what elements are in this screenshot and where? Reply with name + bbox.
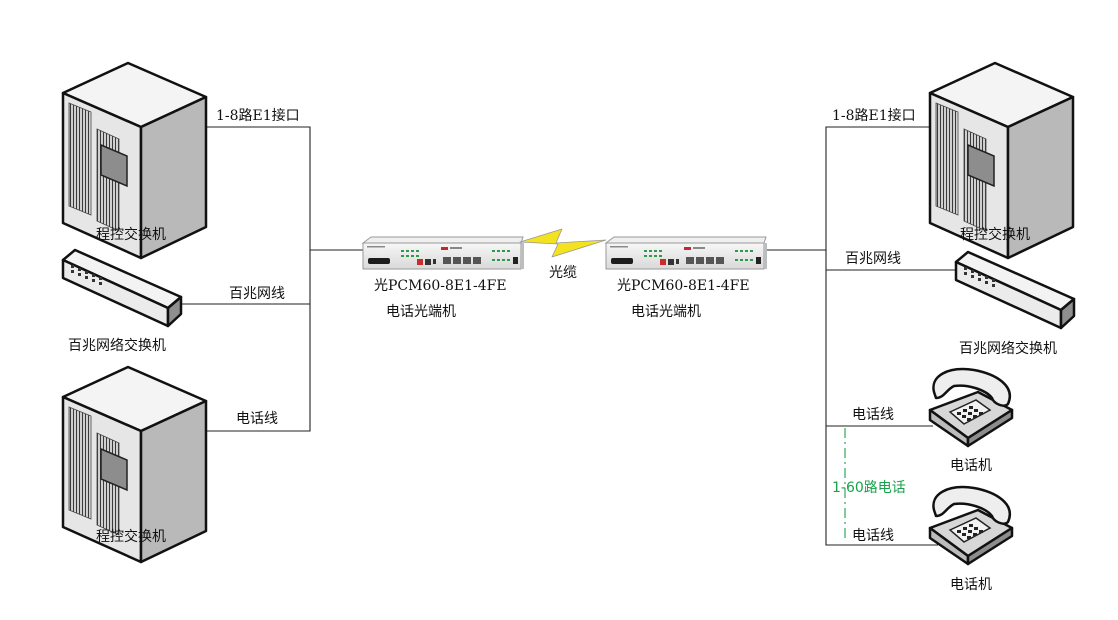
left-switch-label: 百兆网络交换机 [68,338,166,354]
left-pbx-top-label: 程控交换机 [96,227,166,243]
fiber-terminal-left-icon [362,236,525,270]
left-ethernet-label: 百兆网线 [229,286,285,302]
left-device-name-label: 电话光端机 [386,304,456,320]
right-e1-interface-label: 1-8路E1接口 [832,108,916,124]
channels-label: 1-60路电话 [832,480,906,496]
left-phone-line-label: 电话线 [236,411,278,427]
right-phone-line-1-label: 电话线 [852,407,894,423]
right-device-name-label: 电话光端机 [631,304,701,320]
phone-2-label: 电话机 [950,577,992,593]
phone-1-label: 电话机 [950,458,992,474]
right-switch-label: 百兆网络交换机 [959,341,1057,357]
network-switch-icon [61,248,183,328]
right-pbx-label: 程控交换机 [960,227,1030,243]
telephone-icon [928,485,1014,566]
right-ethernet-label: 百兆网线 [845,251,901,267]
left-pbx-bottom-label: 程控交换机 [96,529,166,545]
connection-lines [175,126,958,546]
right-phone-line-2-label: 电话线 [852,528,894,544]
fiber-terminal-right-icon [605,236,768,270]
network-switch-icon [954,250,1076,330]
right-device-model-label: 光PCM60-8E1-4FE [617,278,750,294]
left-e1-interface-label: 1-8路E1接口 [216,108,300,124]
fiber-cable-label: 光缆 [549,265,577,281]
left-device-model-label: 光PCM60-8E1-4FE [374,278,507,294]
telephone-icon [928,367,1014,448]
fiber-link-lightning-icon [519,228,607,258]
